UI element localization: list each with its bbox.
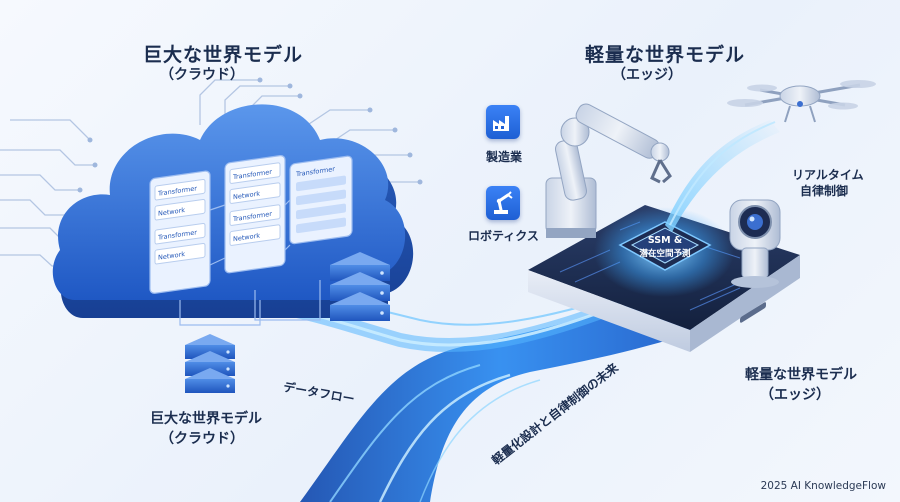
card-2-row-4: Network xyxy=(233,231,260,243)
copyright-text: 2025 AI KnowledgeFlow xyxy=(760,480,886,492)
network-card-2: Transformer Network Transformer Network xyxy=(224,154,286,274)
realtime-label-1: リアルタイム xyxy=(792,168,864,182)
network-card-3: Transformer xyxy=(289,155,353,245)
control-beam xyxy=(665,120,780,232)
network-card-1: Transformer Network Transformer Network xyxy=(149,170,211,294)
card-2-row-2: Network xyxy=(233,189,260,201)
server-stack-right xyxy=(330,252,390,321)
cloud-bottom-subtitle: （クラウド） xyxy=(160,431,244,447)
edge-bottom-title: 軽量な世界モデル xyxy=(745,367,857,383)
card-1-row-2: Network xyxy=(158,206,185,218)
cloud-title: 巨大な世界モデル xyxy=(143,44,304,66)
manufacturing-label: 製造業 xyxy=(486,150,523,164)
card-connectors xyxy=(179,199,321,326)
edge-title: 軽量な世界モデル xyxy=(585,44,746,66)
robot-arm xyxy=(545,103,672,238)
robot-arm-icon xyxy=(486,186,520,220)
robotics-label: ロボティクス xyxy=(468,229,539,243)
chip-label-1: SSM & xyxy=(648,235,682,246)
ssm-chip xyxy=(594,207,734,297)
edge-subtitle: （エッジ） xyxy=(612,67,682,83)
card-1-row-4: Network xyxy=(158,250,185,262)
edge-bottom-subtitle: （エッジ） xyxy=(760,387,830,403)
drone xyxy=(727,80,876,123)
factory-icon xyxy=(486,105,520,139)
cloud-bottom-title: 巨大な世界モデル xyxy=(150,411,262,427)
chip-label-2: 潜在空間予測 xyxy=(639,248,691,259)
cloud-subtitle: （クラウド） xyxy=(160,67,244,83)
realtime-label-2: 自律制御 xyxy=(800,184,849,198)
camera-device xyxy=(729,199,781,288)
server-stack-bottom xyxy=(185,334,235,393)
